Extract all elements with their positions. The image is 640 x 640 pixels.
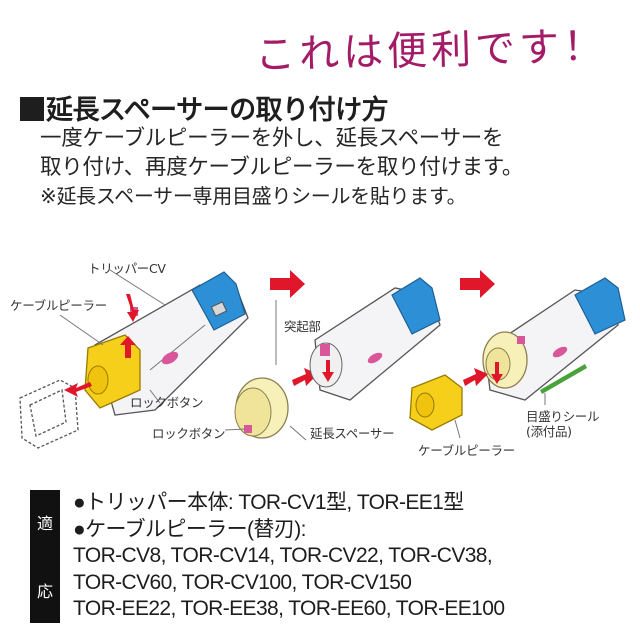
label-tripper-cv: トリッパーCV bbox=[88, 261, 166, 276]
label-cable-peeler-3: ケーブルピーラー bbox=[418, 443, 515, 458]
badge-char-top: 適 bbox=[37, 514, 54, 533]
badge-char-bottom: 応 bbox=[37, 582, 54, 601]
installation-diagram: トリッパーCV ケーブルピーラー ロックボタン 突起部 ロックボタン 延長スペー… bbox=[0, 240, 640, 470]
compat-line: TOR-EE22, TOR-EE38, TOR-EE60, TOR-EE100 bbox=[73, 597, 505, 620]
tagline: これは便利です！ bbox=[254, 23, 608, 79]
label-extension-spacer: 延長スペーサー bbox=[310, 426, 395, 441]
label-scale-sticker: 目盛りシール bbox=[526, 409, 600, 424]
compat-line: TOR-CV8, TOR-CV14, TOR-CV22, TOR-CV38, bbox=[73, 544, 493, 567]
arrow-peeler-in bbox=[463, 368, 488, 386]
diagram-illustration bbox=[19, 269, 626, 449]
cable-peeler-yellow-step3 bbox=[409, 374, 463, 431]
compat-line: ●ケーブルピーラー(替刃): bbox=[73, 517, 306, 541]
instructions: 一度ケーブルピーラーを外し、延長スペーサーを 取り付け、再度ケーブルピーラーを取… bbox=[40, 124, 523, 211]
compat-line: TOR-CV60, TOR-CV100, TOR-CV150 bbox=[73, 570, 412, 594]
arrows-step1 bbox=[64, 294, 139, 397]
label-lock-button-2: ロックボタン bbox=[152, 426, 226, 441]
leader-lines bbox=[59, 269, 546, 441]
instruction-note: ※延長スペーサー専用目盛りシールを貼ります。 bbox=[40, 184, 467, 208]
label-protrusion: 突起部 bbox=[284, 319, 321, 334]
compatibility-badge: 適 応 bbox=[30, 490, 60, 623]
compatibility-section: 適 応 ●トリッパー本体: TOR-CV1型, TOR-EE1型 ●ケーブルピー… bbox=[0, 490, 640, 630]
removed-peeler-outline bbox=[19, 379, 79, 449]
label-cable-peeler-1: ケーブルピーラー bbox=[10, 298, 107, 313]
tripper-body-step3 bbox=[482, 277, 626, 401]
instruction-line-2: 取り付け、再度ケーブルピーラーを取り付けます。 bbox=[40, 155, 524, 180]
instruction-line-1: 一度ケーブルピーラーを外し、延長スペーサーを bbox=[40, 126, 504, 151]
compatibility-list: ●トリッパー本体: TOR-CV1型, TOR-EE1型 ●ケーブルピーラー(替… bbox=[73, 490, 505, 623]
scale-sticker bbox=[540, 364, 587, 394]
arrow-step3-down bbox=[491, 362, 503, 384]
square-bullet-icon bbox=[20, 97, 44, 121]
arrow-step2-down bbox=[322, 360, 334, 382]
step-arrow-1 bbox=[270, 270, 305, 298]
label-sticker-included: (添付品) bbox=[526, 424, 572, 439]
compat-line: ●トリッパー本体: TOR-CV1型, TOR-EE1型 bbox=[73, 491, 464, 514]
label-lock-button-1: ロックボタン bbox=[130, 395, 204, 410]
extension-spacer bbox=[234, 377, 289, 439]
heading-text: 延長スペーサーの取り付け方 bbox=[46, 95, 389, 126]
section-heading: 延長スペーサーの取り付け方 bbox=[20, 88, 389, 127]
step-arrow-2 bbox=[460, 270, 495, 298]
tripper-body-step2 bbox=[309, 277, 441, 401]
